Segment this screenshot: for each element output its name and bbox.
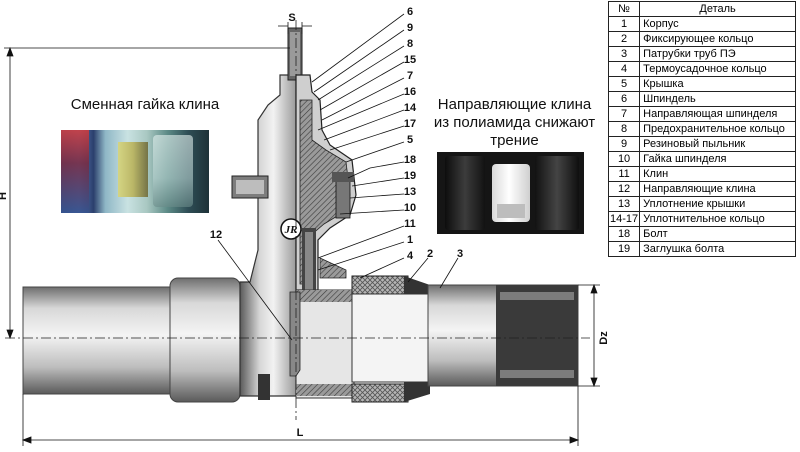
- callout-9: 9: [407, 22, 413, 34]
- dim-s: S: [288, 12, 295, 24]
- part-name: Фиксирующее кольцо: [639, 31, 796, 47]
- part-number: 10: [607, 151, 641, 167]
- part-number: 9: [607, 136, 641, 152]
- part-name: Уплотнительное кольцо: [639, 211, 796, 227]
- dimension-lines: [4, 22, 600, 446]
- leader-lines: [217, 13, 459, 341]
- part-number: 3: [607, 46, 641, 62]
- header-no: №: [607, 1, 641, 17]
- part-name: Гайка шпинделя: [639, 151, 796, 167]
- photo-replaceable-nut: [61, 130, 209, 213]
- dim-h: H: [0, 192, 9, 200]
- callout-17: 17: [404, 118, 416, 130]
- callout-4: 4: [407, 250, 414, 262]
- part-number: 4: [607, 61, 641, 77]
- center-lines: [5, 20, 590, 420]
- right-sleeve: [295, 275, 579, 403]
- callout-19: 19: [404, 170, 416, 182]
- part-number: 18: [607, 226, 641, 242]
- part-name: Крышка: [639, 76, 796, 92]
- caption-replaceable-nut: Сменная гайка клина: [70, 96, 220, 113]
- part-name: Заглушка болта: [639, 241, 796, 257]
- table-header-row: № Деталь: [607, 1, 796, 17]
- callout-6: 6: [407, 6, 413, 18]
- callout-3: 3: [457, 248, 463, 260]
- logo-badge: JR: [280, 218, 302, 240]
- callout-10: 10: [404, 202, 416, 214]
- callout-11: 11: [404, 218, 416, 230]
- part-number: 13: [607, 196, 641, 212]
- callout-7: 7: [407, 70, 413, 82]
- callout-2: 2: [427, 248, 433, 260]
- part-name: Патрубки труб ПЭ: [639, 46, 796, 62]
- callout-5: 5: [407, 134, 413, 146]
- part-number: 19: [607, 241, 641, 257]
- part-name: Болт: [639, 226, 796, 242]
- callout-18: 18: [404, 154, 416, 166]
- part-number: 11: [607, 166, 641, 182]
- caption-polyamide-guides: Направляющие клина из полиамида снижают …: [433, 96, 596, 149]
- callout-1: 1: [407, 234, 413, 246]
- dim-dz: Dz: [598, 331, 610, 345]
- part-number: 5: [607, 76, 641, 92]
- left-pipe: [22, 277, 241, 403]
- callout-8: 8: [407, 38, 413, 50]
- valve-body-section: [295, 74, 357, 298]
- part-name: Направляющая шпинделя: [639, 106, 796, 122]
- valve-body-exterior: [231, 74, 297, 400]
- part-name: Предохранительное кольцо: [639, 121, 796, 137]
- part-name: Клин: [639, 166, 796, 182]
- callout-14: 14: [404, 102, 417, 114]
- callout-numbers: 6 9 8 15 7 16 14 17 5 18 19 13 10 11 1 4…: [210, 6, 463, 262]
- part-name: Резиновый пыльник: [639, 136, 796, 152]
- photo-polyamide-guides: [437, 152, 584, 234]
- svg-text:JR: JR: [284, 224, 298, 236]
- callout-13: 13: [404, 186, 416, 198]
- part-number: 7: [607, 106, 641, 122]
- part-number: 8: [607, 121, 641, 137]
- part-number: 2: [607, 31, 641, 47]
- part-name: Уплотнение крышки: [639, 196, 796, 212]
- spindle-top: [287, 27, 303, 81]
- part-number: 6: [607, 91, 641, 107]
- part-number: 12: [607, 181, 641, 197]
- part-name: Корпус: [639, 16, 796, 32]
- part-name: Термоусадочное кольцо: [639, 61, 796, 77]
- part-number: 14-17: [607, 211, 641, 227]
- callout-12: 12: [210, 229, 222, 241]
- header-part: Деталь: [639, 1, 796, 17]
- part-number: 1: [607, 16, 641, 32]
- callout-16: 16: [404, 86, 416, 98]
- wedge-section: [289, 291, 301, 377]
- part-name: Шпиндель: [639, 91, 796, 107]
- dimension-labels: S H L Dz: [0, 12, 610, 439]
- dim-l: L: [297, 427, 304, 439]
- part-name: Направляющие клина: [639, 181, 796, 197]
- callout-15: 15: [404, 54, 416, 66]
